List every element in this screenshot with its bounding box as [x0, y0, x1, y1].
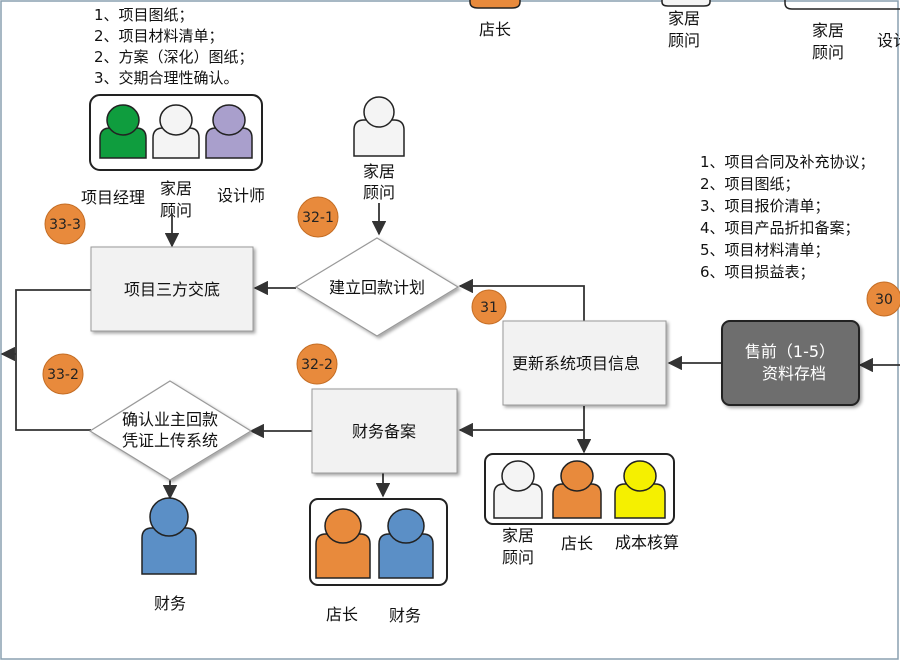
- mid-store-manager-label: 店长: [326, 605, 358, 624]
- home-consultant-icon-center: [353, 96, 405, 157]
- presale-line2: 资料存档: [762, 364, 826, 383]
- update-info-label: 更新系统项目信息: [512, 354, 640, 373]
- payment-plan-diamond: [294, 237, 460, 337]
- designer-icon: [205, 104, 253, 159]
- badge-31: 31: [471, 289, 507, 325]
- three-party-box: [90, 246, 254, 332]
- note-right-2: 2、项目图纸；: [700, 175, 800, 193]
- bottom-store-manager-label: 店长: [561, 534, 593, 553]
- note-left-4: 3、交期合理性确认。: [94, 69, 239, 87]
- left-loop-connector: [15, 289, 91, 431]
- presale-line1: 售前（1-5）: [745, 342, 835, 361]
- svg-text:33-2: 33-2: [47, 367, 79, 383]
- left-consultant-line2: 顾问: [160, 201, 192, 220]
- center-consultant-line2: 顾问: [363, 183, 395, 202]
- top-consultant-2-line2: 顾问: [812, 43, 844, 62]
- svg-text:32-2: 32-2: [301, 357, 333, 373]
- badge-33-2: 33-2: [42, 353, 84, 395]
- svg-text:30: 30: [875, 292, 893, 308]
- svg-text:32-1: 32-1: [302, 210, 334, 226]
- top-store-manager-label: 店长: [479, 20, 511, 39]
- badge-33-3: 33-3: [44, 203, 86, 245]
- store-manager-icon-mid: [315, 508, 371, 579]
- top-group-box-partial: [784, 0, 900, 10]
- cost-accounting-icon: [614, 460, 666, 519]
- note-right-5: 5、项目材料清单；: [700, 241, 830, 259]
- badge-32-1: 32-1: [297, 196, 339, 238]
- home-consultant-icon-bottom: [493, 460, 543, 519]
- update-info-box: [502, 320, 667, 406]
- top-consultant-2-line1: 家居: [812, 21, 844, 40]
- note-left-1: 1、项目图纸；: [94, 6, 194, 24]
- finance-single-label: 财务: [154, 594, 186, 613]
- note-right-3: 3、项目报价清单；: [700, 197, 830, 215]
- arrow-update-to-plan: [458, 278, 585, 321]
- note-right-1: 1、项目合同及补充协议；: [700, 153, 875, 171]
- finance-icon-single: [141, 497, 197, 575]
- note-right-6: 6、项目损益表；: [700, 263, 815, 281]
- bottom-consultant-line2: 顾问: [502, 548, 534, 567]
- cost-accounting-label: 成本核算: [615, 533, 679, 552]
- confirm-upload-line2: 凭证上传系统: [122, 431, 218, 450]
- svg-text:31: 31: [480, 300, 498, 316]
- center-consultant-line1: 家居: [363, 162, 395, 181]
- svg-text:33-3: 33-3: [49, 217, 81, 233]
- project-manager-label: 项目经理: [81, 188, 145, 207]
- note-left-3: 2、方案（深化）图纸；: [94, 48, 254, 66]
- note-right-4: 4、项目产品折扣备案；: [700, 219, 860, 237]
- store-manager-icon-top: [469, 0, 521, 9]
- top-designer-partial-label: 设计: [877, 31, 900, 50]
- payment-plan-label: 建立回款计划: [329, 278, 425, 297]
- home-consultant-icon-left: [152, 104, 200, 159]
- presale-archive-box: [721, 320, 860, 406]
- confirm-upload-diamond: [88, 380, 253, 481]
- confirm-upload-line1: 确认业主回款: [122, 410, 218, 429]
- three-party-label: 项目三方交底: [124, 280, 220, 299]
- finance-record-label: 财务备案: [352, 422, 416, 441]
- top-consultant-1-line1: 家居: [668, 9, 700, 28]
- home-consultant-icon-top: [661, 0, 711, 7]
- badge-32-2: 32-2: [296, 343, 338, 385]
- bottom-consultant-line1: 家居: [502, 526, 534, 545]
- finance-icon-mid: [378, 508, 434, 579]
- designer-label: 设计师: [217, 186, 265, 205]
- finance-record-box: [311, 388, 458, 474]
- note-left-2: 2、项目材料清单；: [94, 27, 224, 45]
- store-manager-icon-bottom: [552, 460, 602, 519]
- project-manager-icon: [99, 104, 147, 159]
- top-consultant-1-line2: 顾问: [668, 31, 700, 50]
- mid-finance-label: 财务: [389, 606, 421, 625]
- badge-30: 30: [866, 281, 900, 317]
- left-consultant-line1: 家居: [160, 179, 192, 198]
